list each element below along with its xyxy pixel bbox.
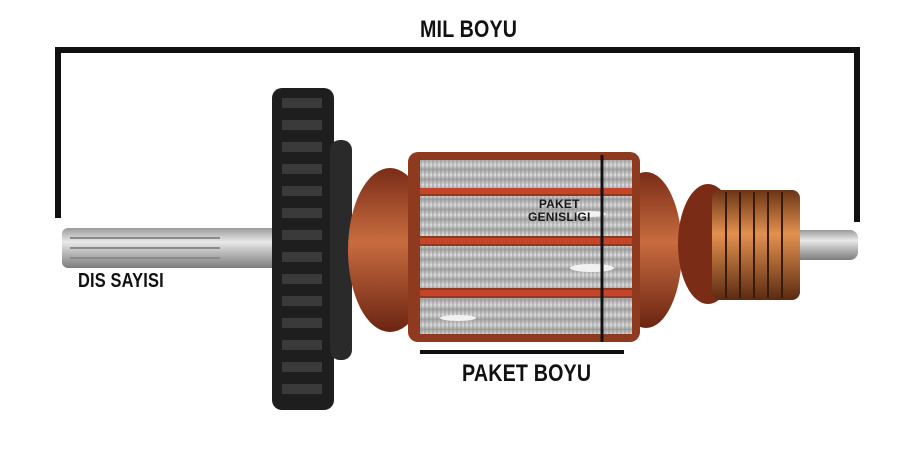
spline-grooves (70, 237, 220, 259)
shaft-length-bracket (55, 47, 860, 222)
package-width-label-line1: PAKET (538, 197, 580, 211)
package-length-label: PAKET BOYU (462, 360, 592, 387)
shaft-length-label: MIL BOYU (420, 16, 518, 43)
commutator (678, 184, 800, 304)
package-width-label: PAKET GENISLIGI (528, 198, 590, 224)
package-width-label-line2: GENISLIGI (528, 210, 591, 224)
fan-blades (282, 98, 322, 394)
cooling-fan (272, 88, 352, 410)
tooth-count-label: DIS SAYISI (78, 270, 164, 292)
core-slots (420, 188, 632, 296)
rotor-core (408, 152, 640, 342)
